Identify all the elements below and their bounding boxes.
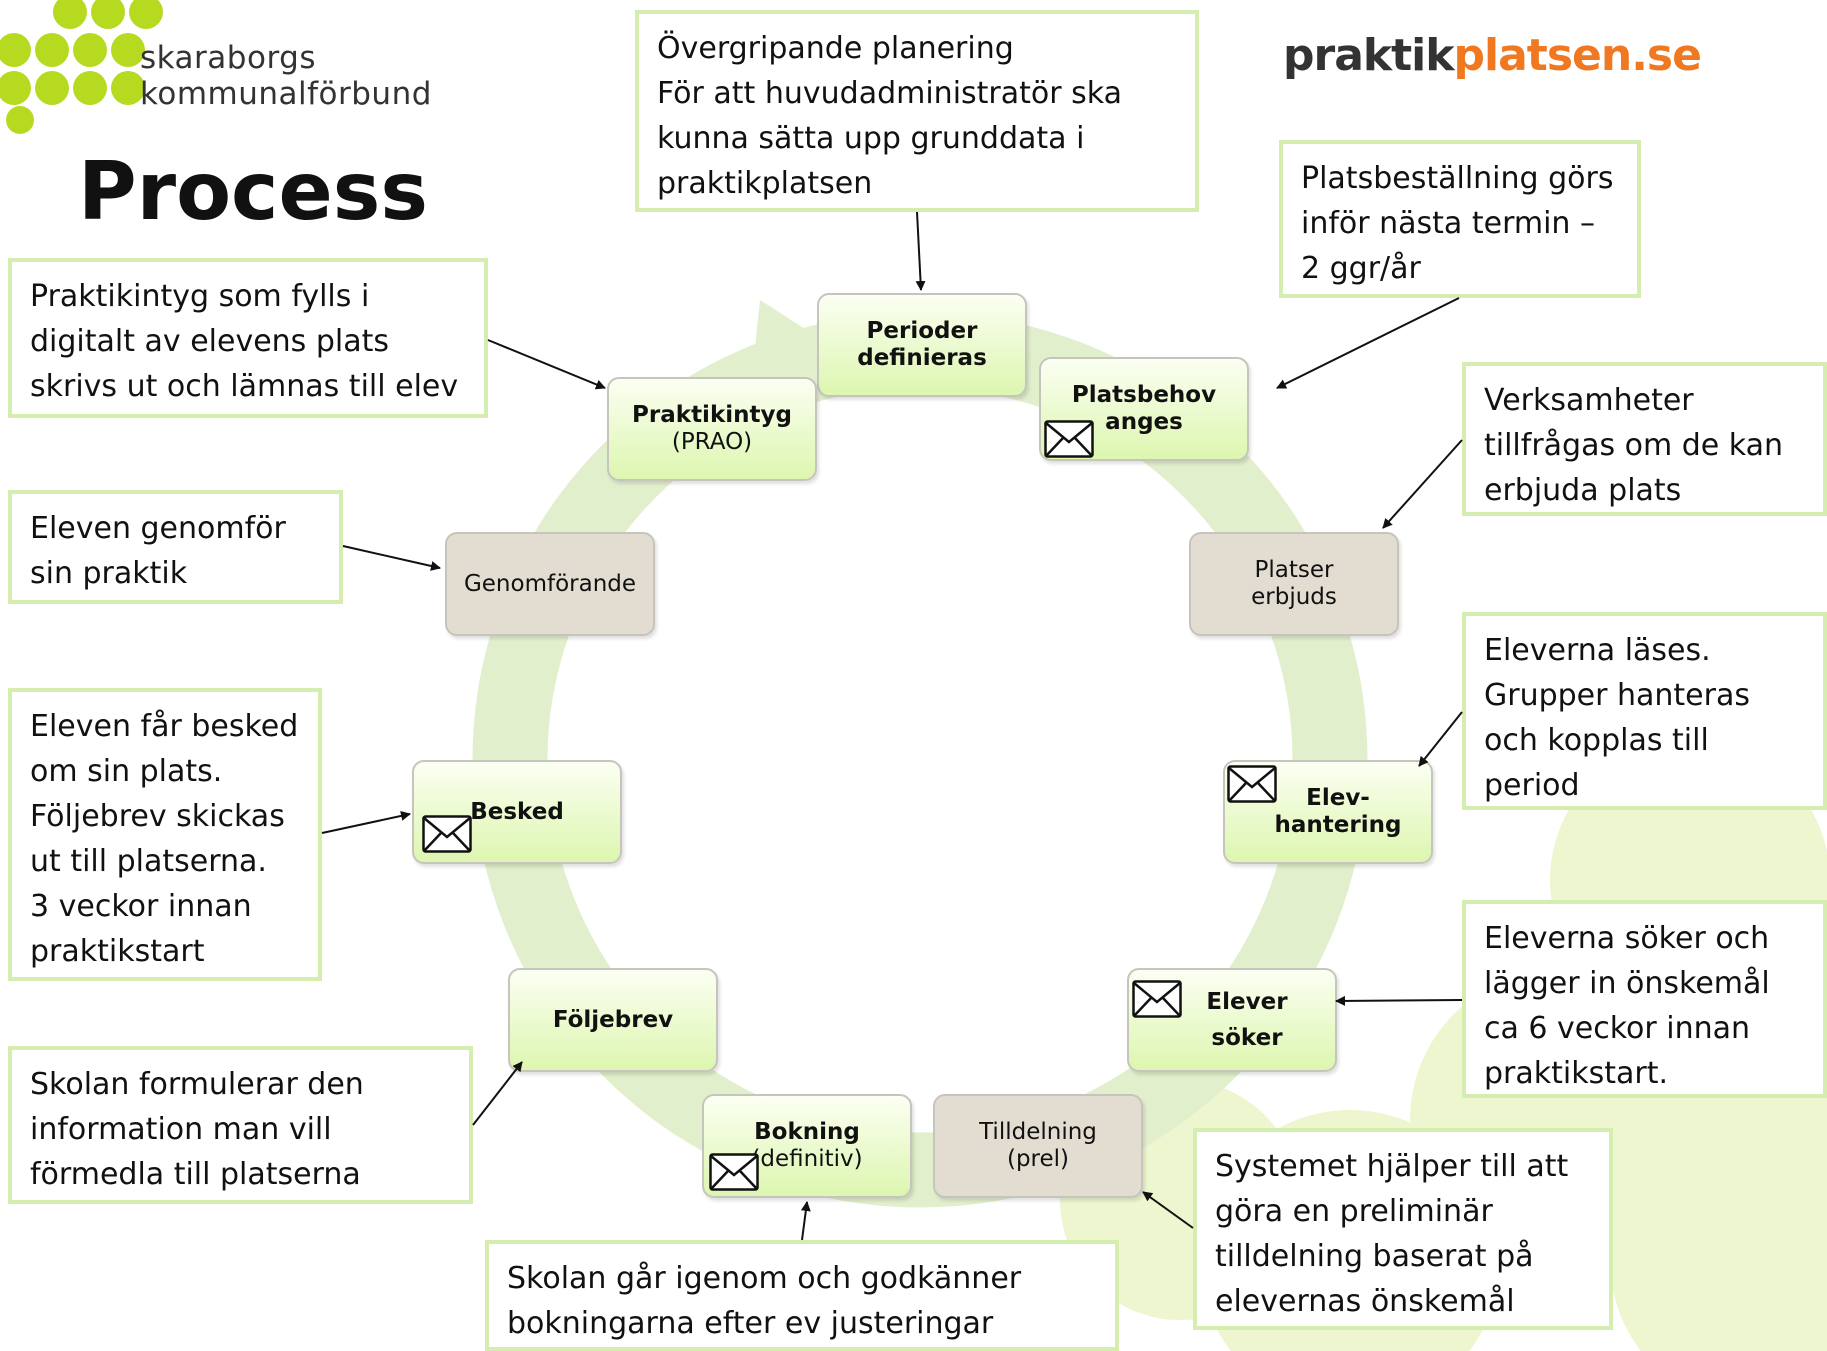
node-elevhantering-label: Elev- hantering bbox=[1274, 785, 1402, 838]
org-logo-dots bbox=[0, 0, 163, 134]
node-bokning-sub: (definitiv) bbox=[751, 1146, 863, 1172]
brand-logo: praktikplatsen.se bbox=[1283, 30, 1702, 81]
envelope-icon bbox=[1044, 420, 1094, 458]
node-foljebrev-label: Följebrev bbox=[552, 1006, 674, 1033]
node-bokning-label: Bokning bbox=[754, 1119, 860, 1145]
node-praktikintyg: Praktikintyg(PRAO) bbox=[607, 377, 817, 481]
note-verksamheter: Verksamheter tillfrågas om de kan erbjud… bbox=[1462, 362, 1827, 516]
note-eleverna-lases: Eleverna läses. Grupper hanteras och kop… bbox=[1462, 612, 1827, 810]
node-praktikintyg-label: Praktikintyg bbox=[632, 402, 792, 428]
node-praktikintyg-sub: (PRAO) bbox=[671, 429, 753, 455]
brand-logo-part2: platsen.se bbox=[1453, 30, 1702, 81]
node-genomforande-label: Genomförande bbox=[463, 570, 637, 597]
note-eleven-far: Eleven får besked om sin plats. Följebre… bbox=[8, 688, 322, 981]
node-platser-label: Platser erbjuds bbox=[1251, 557, 1337, 610]
envelope-icon bbox=[1227, 765, 1277, 803]
node-tilldelning-label: Tilldelning (prel) bbox=[979, 1119, 1097, 1172]
envelope-icon bbox=[422, 815, 472, 853]
node-elever-soker: Elever söker bbox=[1127, 968, 1337, 1072]
brand-logo-part1: praktik bbox=[1283, 30, 1455, 81]
envelope-icon bbox=[1132, 980, 1182, 1018]
note-skolan-gar: Skolan går igenom och godkänner bokninga… bbox=[485, 1240, 1119, 1351]
node-perioder: Perioder definieras bbox=[817, 293, 1027, 397]
node-elever-soker-label: Elever söker bbox=[1206, 989, 1288, 1051]
node-perioder-label: Perioder definieras bbox=[857, 318, 987, 371]
node-foljebrev: Följebrev bbox=[508, 968, 718, 1072]
org-logo-text: skaraborgs kommunalförbund bbox=[140, 40, 432, 112]
page-title: Process bbox=[78, 145, 428, 238]
envelope-icon bbox=[709, 1153, 759, 1191]
note-platsbestallning: Platsbeställning görs inför nästa termin… bbox=[1279, 140, 1641, 298]
node-besked-label: Besked bbox=[470, 798, 564, 825]
note-skolan-formulerar: Skolan formulerar den information man vi… bbox=[8, 1046, 473, 1204]
node-platser: Platser erbjuds bbox=[1189, 532, 1399, 636]
node-genomforande: Genomförande bbox=[445, 532, 655, 636]
note-overgripande: Övergripande planering För att huvudadmi… bbox=[635, 10, 1199, 212]
note-systemet: Systemet hjälper till att göra en prelim… bbox=[1193, 1128, 1613, 1330]
cycle-arrowhead bbox=[750, 300, 830, 395]
node-platsbehov-label: Platsbehov anges bbox=[1071, 382, 1217, 435]
node-tilldelning: Tilldelning (prel) bbox=[933, 1094, 1143, 1198]
note-eleverna-soker: Eleverna söker och lägger in önskemål ca… bbox=[1462, 900, 1827, 1098]
note-eleven-genomfor: Eleven genomför sin praktik bbox=[8, 490, 343, 604]
note-praktikintyg: Praktikintyg som fylls i digitalt av ele… bbox=[8, 258, 488, 418]
